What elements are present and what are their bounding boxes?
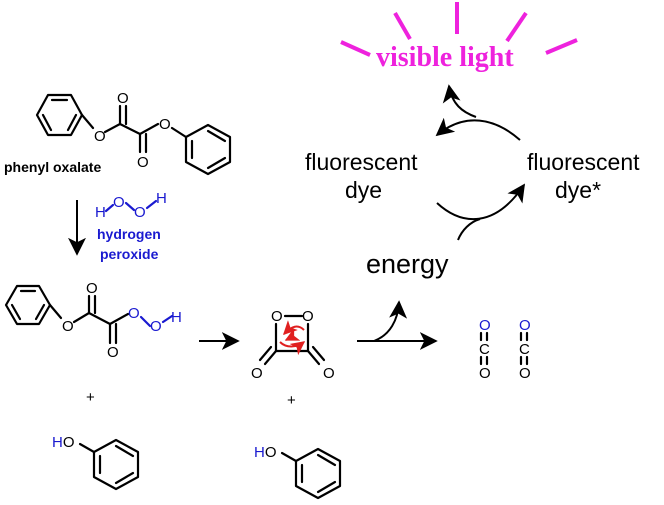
atom-c: C (519, 341, 530, 358)
atom-o: O (113, 194, 125, 211)
phenol-molecule: HO (52, 434, 140, 491)
carbon-dioxide-molecule: O C O (479, 317, 491, 382)
label-fluorescent-left: fluorescent (305, 149, 418, 175)
atom-o: O (302, 308, 314, 325)
label-dye-star: dye* (555, 177, 601, 203)
atom-o: O (519, 365, 531, 382)
electron-arrow-1 (283, 320, 305, 335)
light-ray (393, 12, 412, 40)
plus-sign: + (86, 389, 95, 406)
label-dye-left: dye (345, 177, 382, 203)
light-rays (340, 2, 578, 57)
label-visible-light: visible light (376, 42, 514, 73)
atom-o: O (150, 318, 162, 335)
atom-o: O (323, 365, 335, 382)
electron-arrow-3 (284, 328, 301, 341)
carbon-dioxide-molecule: O C O (519, 317, 531, 382)
atom-o: O (117, 90, 129, 107)
atom-o: O (94, 128, 106, 145)
label-fluorescent-right: fluorescent (527, 149, 640, 175)
atom-o: O (107, 344, 119, 361)
hydrogen-peroxide-molecule: H O O H (95, 190, 167, 221)
light-ray (545, 38, 578, 55)
atom-o: O (479, 365, 491, 382)
label-hydrogen: hydrogen (97, 226, 161, 242)
light-emission-arrow (442, 84, 477, 118)
atom-c: C (479, 341, 490, 358)
atom-o: O (134, 204, 146, 221)
phenyl-oxalate-molecule: O O O O (35, 90, 232, 176)
light-ray (505, 11, 528, 43)
atom-o: O (137, 154, 149, 171)
atom-h: H (95, 204, 106, 221)
atom-o: O (519, 317, 531, 334)
dioxetanedione-molecule: O O O O (251, 308, 335, 382)
decay-arrow (435, 117, 521, 141)
atom-o: O (86, 280, 98, 297)
label-energy: energy (366, 249, 449, 279)
phenol-molecule: HO (254, 444, 342, 500)
energy-release-arrow (373, 300, 408, 342)
energy-input-arrow (457, 218, 481, 241)
atom-o: O (62, 318, 74, 335)
electron-arrow-2 (279, 341, 306, 356)
atom-o: O (265, 444, 277, 461)
atom-o: O (271, 308, 283, 325)
atom-h: H (156, 190, 167, 207)
label-phenyl-oxalate: phenyl oxalate (4, 159, 101, 175)
atom-o: O (251, 365, 263, 382)
plus-sign: + (287, 392, 296, 409)
phenol-hydroxyl: HO (52, 434, 75, 451)
atom-h: H (254, 444, 265, 461)
atom-o: O (128, 305, 140, 322)
atom-o: O (479, 317, 491, 334)
atom-o: O (63, 434, 75, 451)
atom-o: O (159, 116, 171, 133)
light-ray (340, 40, 371, 57)
excitation-arrow (436, 183, 526, 221)
atom-h: H (52, 434, 63, 451)
label-peroxide: peroxide (100, 246, 159, 262)
atom-h: H (171, 309, 182, 326)
phenol-hydroxyl: HO (254, 444, 277, 461)
peroxy-acid-molecule: O O O O O H (4, 280, 182, 361)
